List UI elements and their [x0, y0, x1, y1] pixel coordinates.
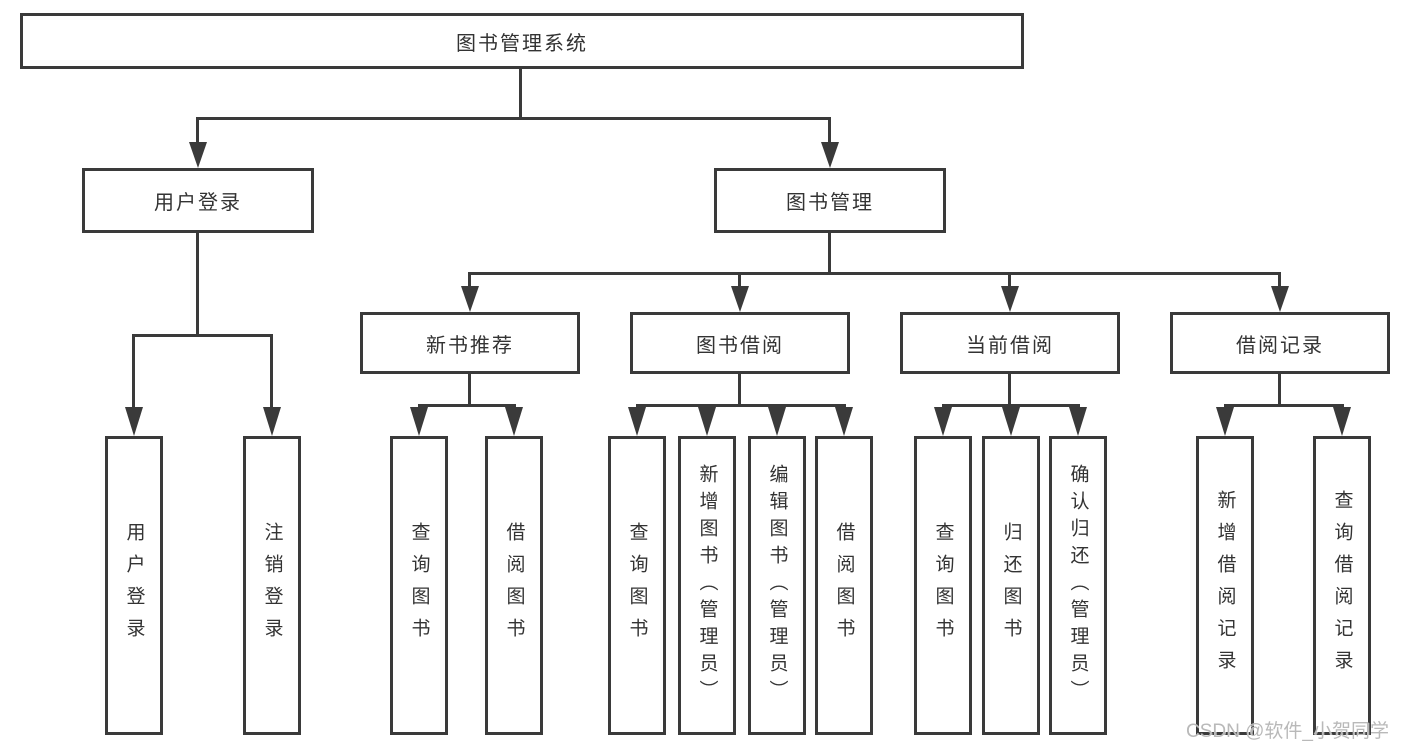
leaf-label: 编辑图书（管理员）	[766, 464, 788, 707]
node-book-management: 图书管理	[714, 168, 946, 233]
leaf-confirm-return-admin: 确认归还（管理员）	[1049, 436, 1107, 735]
leaf-label: 新增借阅记录	[1214, 489, 1236, 682]
connector-line	[469, 272, 1281, 275]
connector-line	[1278, 374, 1281, 407]
leaf-query-borrow-record: 查询借阅记录	[1313, 436, 1371, 735]
leaf-label: 查询图书	[932, 521, 954, 650]
connector-line	[519, 69, 522, 120]
arrow-down-icon	[1069, 407, 1087, 436]
leaf-label: 查询图书	[626, 521, 648, 650]
node-label: 新书推荐	[426, 334, 514, 357]
arrow-down-icon	[1271, 286, 1289, 312]
node-label: 当前借阅	[966, 334, 1054, 357]
leaf-borrow-books: 借阅图书	[815, 436, 873, 735]
node-borrowing-records: 借阅记录	[1170, 312, 1390, 374]
connector-line	[1008, 374, 1011, 407]
arrow-down-icon	[1001, 286, 1019, 312]
arrow-down-icon	[263, 407, 281, 436]
leaf-add-book-admin: 新增图书（管理员）	[678, 436, 736, 735]
arrow-down-icon	[731, 286, 749, 312]
leaf-label: 注销登录	[261, 521, 283, 650]
connector-line	[132, 334, 135, 408]
leaf-label: 新增图书（管理员）	[696, 464, 718, 707]
connector-line	[133, 334, 273, 337]
node-label: 图书借阅	[696, 334, 784, 357]
leaf-query-books: 查询图书	[390, 436, 448, 735]
node-label: 图书管理	[786, 192, 874, 214]
connector-line	[468, 374, 471, 407]
leaf-label: 查询图书	[408, 521, 430, 650]
arrow-down-icon	[835, 407, 853, 436]
leaf-label: 查询借阅记录	[1331, 489, 1353, 682]
leaf-label: 借阅图书	[833, 521, 855, 650]
leaf-borrow-books: 借阅图书	[485, 436, 543, 735]
node-label: 用户登录	[154, 192, 242, 214]
arrow-down-icon	[461, 286, 479, 312]
leaf-add-borrow-record: 新增借阅记录	[1196, 436, 1254, 735]
arrow-down-icon	[768, 407, 786, 436]
connector-line	[1224, 404, 1344, 407]
leaf-logout: 注销登录	[243, 436, 301, 735]
leaf-label: 借阅图书	[503, 521, 525, 650]
node-current-borrowing: 当前借阅	[900, 312, 1120, 374]
node-user-login: 用户登录	[82, 168, 314, 233]
node-book-borrowing: 图书借阅	[630, 312, 850, 374]
leaf-label: 确认归还（管理员）	[1067, 464, 1089, 707]
arrow-down-icon	[1333, 407, 1351, 436]
connector-line	[738, 272, 741, 288]
arrow-down-icon	[934, 407, 952, 436]
connector-line	[636, 404, 846, 407]
arrow-down-icon	[125, 407, 143, 436]
leaf-label: 用户登录	[123, 521, 145, 650]
leaf-edit-book-admin: 编辑图书（管理员）	[748, 436, 806, 735]
connector-line	[1008, 272, 1011, 288]
arrow-down-icon	[821, 142, 839, 168]
node-new-book-recommendation: 新书推荐	[360, 312, 580, 374]
leaf-label: 归还图书	[1000, 521, 1022, 650]
connector-line	[196, 233, 199, 337]
arrow-down-icon	[189, 142, 207, 168]
leaf-return-books: 归还图书	[982, 436, 1040, 735]
connector-line	[418, 404, 516, 407]
connector-line	[196, 117, 199, 144]
connector-line	[1278, 272, 1281, 288]
node-label: 图书管理系统	[456, 32, 588, 55]
connector-line	[468, 272, 471, 288]
csdn-watermark: CSDN @软件_小贺同学	[1186, 721, 1389, 742]
arrow-down-icon	[1216, 407, 1234, 436]
arrow-down-icon	[410, 407, 428, 436]
connector-line	[828, 117, 831, 144]
connector-line	[828, 233, 831, 275]
leaf-query-books: 查询图书	[914, 436, 972, 735]
connector-line	[942, 404, 1080, 407]
arrow-down-icon	[1002, 407, 1020, 436]
connector-line	[270, 334, 273, 408]
arrow-down-icon	[698, 407, 716, 436]
arrow-down-icon	[628, 407, 646, 436]
node-label: 借阅记录	[1236, 334, 1324, 357]
leaf-query-books: 查询图书	[608, 436, 666, 735]
connector-line	[738, 374, 741, 407]
leaf-user-login: 用户登录	[105, 436, 163, 735]
connector-line	[197, 117, 831, 120]
arrow-down-icon	[505, 407, 523, 436]
node-library-management-system: 图书管理系统	[20, 13, 1024, 69]
